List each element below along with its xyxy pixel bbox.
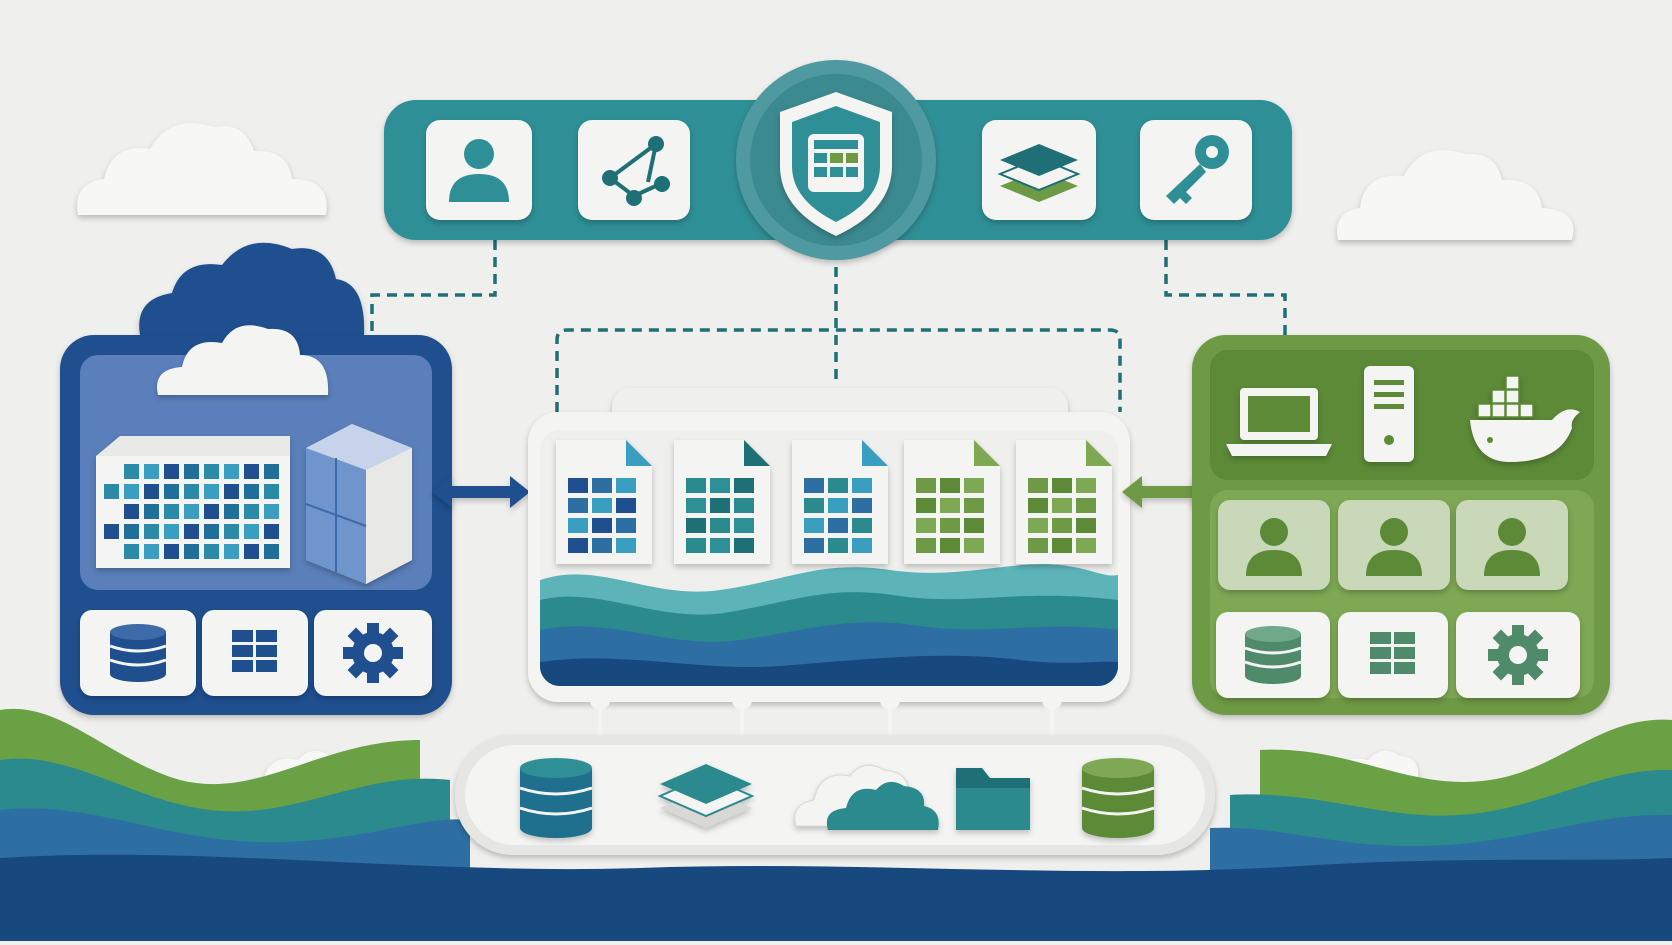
governance-bar: [384, 60, 1292, 260]
green-table-document-icon[interactable]: [904, 440, 1000, 564]
docker-whale-icon: [1470, 375, 1580, 462]
data-lake-panel: [528, 388, 1130, 738]
database-icon[interactable]: [519, 758, 593, 838]
landscape-waves: [0, 708, 1672, 941]
dashed-connectors: [370, 240, 1287, 412]
blue-table-document-icon[interactable]: [556, 440, 652, 564]
right-system-panel: [1192, 335, 1610, 715]
user-icon[interactable]: [426, 120, 532, 220]
gear-button[interactable]: [314, 610, 432, 696]
bidirectional-arrow-left: [432, 476, 530, 508]
background-cloud-top-left: [77, 123, 327, 215]
lake-connector-pins: [590, 690, 1062, 738]
layers-icon[interactable]: [982, 120, 1096, 220]
table-grid-button[interactable]: [202, 610, 308, 696]
database-icon[interactable]: [1081, 758, 1155, 838]
server-cube-icon: [305, 424, 412, 584]
cloud-icon: [157, 325, 329, 395]
left-system-panel: [60, 242, 452, 715]
green-table-document-icon[interactable]: [1016, 440, 1112, 564]
teal-table-document-icon[interactable]: [674, 440, 770, 564]
layers-icon[interactable]: [657, 764, 755, 828]
key-icon[interactable]: [1140, 120, 1252, 220]
server-tower-icon: [1364, 366, 1414, 462]
database-button[interactable]: [80, 610, 196, 696]
folder-icon[interactable]: [956, 768, 1030, 830]
user-icon[interactable]: [1456, 500, 1568, 590]
table-grid-button[interactable]: [1338, 612, 1448, 698]
user-icon[interactable]: [1338, 500, 1450, 590]
storage-tray: [455, 735, 1215, 855]
network-share-icon[interactable]: [578, 120, 690, 220]
cloud-icon[interactable]: [794, 764, 939, 830]
data-warehouse-icon: [96, 436, 290, 568]
blue-teal-table-document-icon[interactable]: [792, 440, 888, 564]
gear-button[interactable]: [1456, 612, 1580, 698]
database-button[interactable]: [1216, 612, 1330, 698]
user-icon[interactable]: [1218, 500, 1330, 590]
background-cloud-top-right: [1336, 150, 1574, 240]
bidirectional-arrow-right: [1122, 476, 1212, 508]
laptop-icon: [1226, 388, 1332, 456]
shield-table-icon[interactable]: [736, 60, 936, 260]
